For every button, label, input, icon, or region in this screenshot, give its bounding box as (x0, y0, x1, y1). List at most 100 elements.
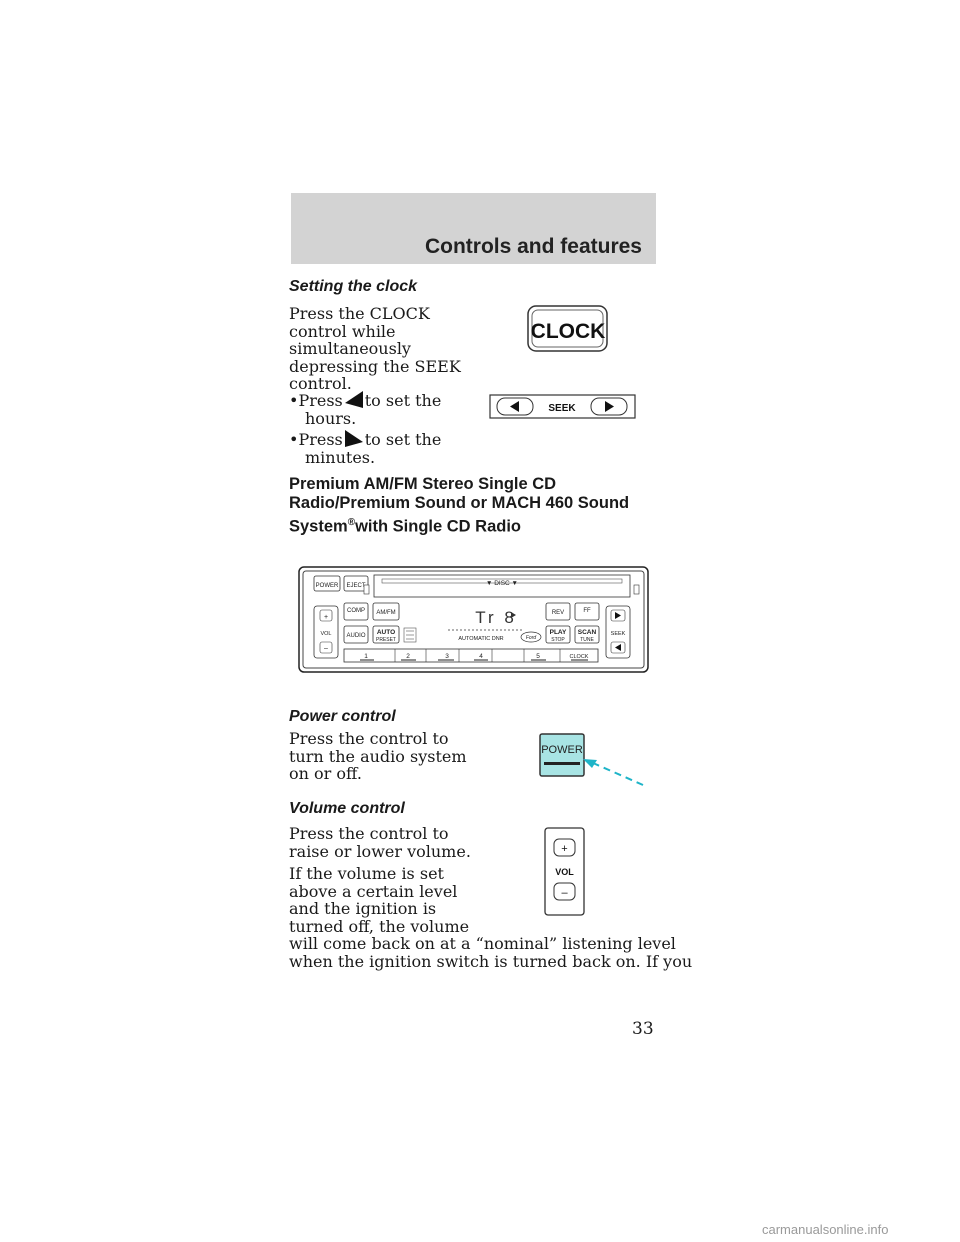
diagram-eject-button (343, 575, 369, 592)
volume-text: Press the control to raise or lower volu… (289, 825, 471, 860)
bullet-rest-text: to set the (364, 430, 442, 449)
pointer-arrow-icon (583, 759, 597, 768)
seek-right-icon (605, 401, 614, 412)
power-button-label: POWER (541, 744, 583, 756)
bullet-line2: hours. (305, 408, 357, 428)
diagram-power-button (313, 575, 341, 592)
diagram-rev-label: REV (552, 610, 564, 616)
power-text-line: turn the audio system (289, 746, 467, 766)
seek-right-arrow-icon (344, 430, 363, 447)
diagram-play-label: PLAY (550, 629, 567, 636)
diagram-play-stop-button (545, 625, 571, 644)
diagram-preset-3: 3 (445, 653, 449, 660)
clock-intro-line: depressing the SEEK (289, 356, 461, 376)
diagram-comp-label: COMP (347, 608, 365, 614)
volume-text-line: will come back on at a “nominal” listeni… (289, 934, 676, 953)
diagram-display-text: Tr 8 (475, 608, 517, 627)
diagram-audio-button (343, 625, 369, 644)
diagram-clock-label: CLOCK (570, 654, 589, 660)
power-text-line: Press the control to (289, 729, 449, 748)
diagram-preset-4: 4 (479, 653, 483, 660)
diagram-dnr-label: AUTOMATIC DNR (458, 636, 503, 642)
volume-minus-label: – (561, 887, 568, 899)
registered-mark: ® (347, 517, 356, 528)
seek-left-arrow-icon (344, 391, 363, 408)
diagram-stop-label: STOP (551, 637, 565, 643)
diagram-comp-button (343, 602, 369, 621)
diagram-ff-label: FF (583, 608, 591, 614)
power-button-illustration: POWER (539, 733, 644, 786)
diagram-seek-down-icon (615, 644, 621, 651)
section-title: Controls and features (424, 235, 642, 258)
watermark: carmanualsonline.info (762, 1222, 889, 1237)
radio-title-word: System (289, 517, 348, 536)
diagram-rev-button (545, 602, 571, 621)
diagram-play-indicator-icon (511, 612, 516, 618)
diagram-brand-logo (520, 631, 542, 643)
diagram-cd-icon (403, 627, 417, 643)
diagram-brand-text: Ford (526, 635, 537, 641)
bullet-line2: minutes. (305, 447, 376, 467)
diagram-amfm-button (372, 602, 400, 621)
diagram-eject-label: EJECT (346, 583, 365, 589)
volume-text-2: If the volume is set above a certain lev… (289, 865, 692, 970)
radio-section-title: Premium AM/FM Stereo Single CD Radio/Pre… (289, 475, 629, 537)
diagram-scan-tune-button (574, 625, 600, 644)
diagram-vol-plus: + (324, 614, 328, 621)
diagram-vol-label: VOL (320, 631, 331, 637)
seek-button-label: SEEK (548, 403, 576, 414)
bullet-press-text: Press (298, 430, 343, 449)
volume-text-line: turned off, the volume (289, 916, 470, 936)
diagram-seek-label: SEEK (611, 631, 626, 637)
power-button-highlight (539, 733, 585, 777)
diagram-preset-2: 2 (406, 653, 410, 660)
diagram-amfm-label: AM/FM (376, 610, 395, 616)
power-text-line: on or off. (289, 764, 362, 783)
clock-button-illustration: CLOCK (527, 305, 608, 352)
clock-button-label: CLOCK (531, 320, 606, 343)
clock-heading: Setting the clock (289, 278, 418, 295)
diagram-preset-5: 5 (536, 653, 540, 660)
diagram-seek-up-icon (615, 612, 621, 619)
volume-heading: Volume control (289, 800, 405, 817)
pointer-arrow-line (592, 762, 644, 786)
radio-title-line: Radio/Premium Sound or MACH 460 Sound (289, 494, 630, 512)
diagram-preset-1: 1 (364, 653, 368, 660)
diagram-auto-preset-button (372, 625, 400, 644)
diagram-vol-minus: – (324, 645, 328, 652)
radio-faceplate-diagram: POWER EJECT ▼ DISC ▼ + VOL – COMP AM/FM … (298, 566, 649, 673)
diagram-ff-button (574, 602, 600, 621)
clock-intro-line: control. (289, 374, 352, 393)
power-text: Press the control to turn the audio syst… (289, 730, 467, 783)
volume-text-line: If the volume is set (289, 864, 444, 883)
section-header: Controls and features (291, 193, 656, 264)
page-number: 33 (632, 1019, 654, 1039)
volume-text-line: and the ignition is (289, 899, 437, 918)
seek-button-illustration: SEEK (489, 394, 636, 419)
diagram-tune-label: TUNE (580, 637, 594, 643)
bullet-rest-text: to set the (364, 391, 442, 410)
diagram-disc-label: ▼ DISC ▼ (486, 580, 518, 587)
clock-intro: Press the CLOCK control while simultaneo… (289, 305, 461, 393)
volume-text-line: raise or lower volume. (289, 841, 471, 861)
diagram-scan-label: SCAN (578, 629, 597, 636)
volume-text-line: Press the control to (289, 824, 449, 843)
radio-title-word: with Single CD Radio (355, 517, 521, 536)
diagram-power-label: POWER (316, 583, 339, 589)
seek-left-icon (510, 401, 519, 412)
volume-text-line: above a certain level (289, 881, 458, 901)
diagram-auto-label: AUTO (377, 629, 395, 636)
volume-plus-label: + (561, 843, 567, 855)
volume-text-line: when the ignition switch is turned back … (289, 951, 693, 971)
bullet-press-text: Press (298, 391, 343, 410)
power-heading: Power control (289, 708, 396, 725)
diagram-audio-label: AUDIO (346, 633, 365, 639)
clock-intro-line: simultaneously (289, 339, 411, 358)
volume-label: VOL (555, 867, 574, 877)
volume-rocker-illustration: + VOL – (544, 827, 585, 916)
diagram-preset-label: PRESET (376, 637, 396, 643)
clock-intro-line: control while (289, 321, 396, 341)
clock-intro-line: Press the CLOCK (289, 304, 430, 323)
